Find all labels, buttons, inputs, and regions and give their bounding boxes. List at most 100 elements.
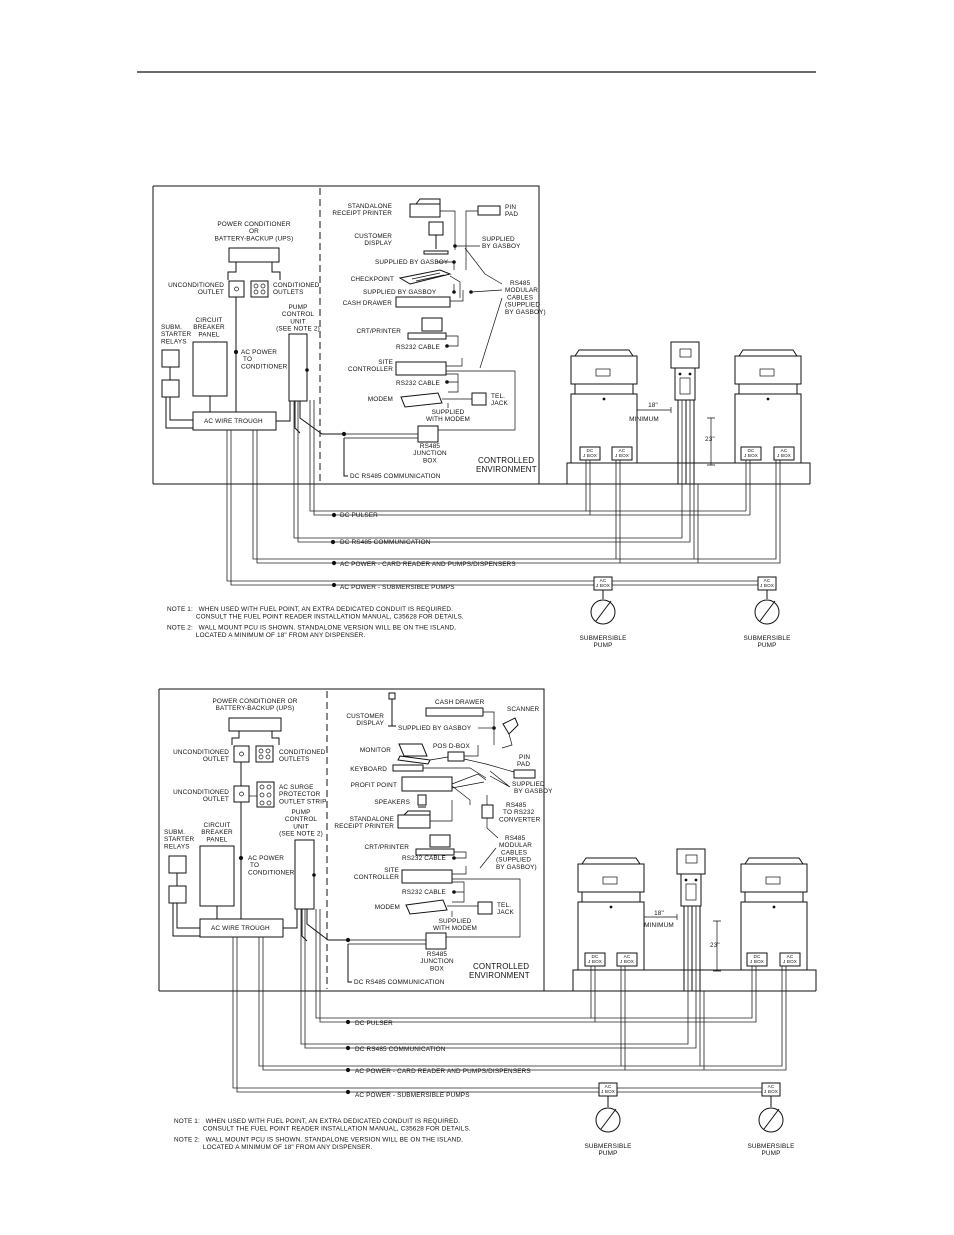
card-reader-head	[670, 341, 700, 369]
height-dimension-label: 23"	[705, 436, 715, 443]
ac-jbox	[616, 952, 638, 967]
junction-links	[348, 914, 521, 945]
wire-node	[331, 560, 337, 566]
notes: NOTE 1: WHEN USED WITH FUEL POINT, AN EX…	[167, 606, 464, 639]
modular-cable-leaders	[464, 247, 503, 369]
crt-printer	[429, 834, 451, 848]
dispenser-display	[765, 876, 781, 885]
supplied-by-gasboy-a: SUPPLIED BY GASBOY	[398, 725, 472, 732]
checkpoint-bus	[449, 275, 461, 298]
outlet-socket	[260, 289, 266, 295]
tel-jack	[477, 901, 493, 915]
wire-node	[469, 290, 473, 294]
wire-node	[345, 937, 351, 943]
dispenser-mark	[602, 397, 606, 401]
card-reader	[670, 341, 700, 484]
ups-box	[228, 717, 282, 732]
ac-sub-label: AC POWER - SUBMERSIBLE PUMPS	[340, 584, 455, 591]
card-reader-pedestal	[683, 906, 701, 991]
card-reader-slot	[679, 377, 691, 395]
unconditioned-outlet	[228, 280, 245, 298]
monitor-label: MONITOR	[360, 747, 391, 754]
note-line: CONSULT THE FUEL POINT READER INSTALLATI…	[167, 614, 464, 621]
pin-pad	[513, 769, 536, 779]
wire-node	[345, 1045, 351, 1051]
modem-label: MODEM	[375, 904, 400, 911]
card-reader-screen	[685, 854, 698, 864]
dispenser-display	[602, 876, 618, 885]
controller-bus	[452, 866, 521, 914]
dbox-harness	[423, 745, 515, 805]
surge-protector	[256, 781, 275, 808]
comm-run	[343, 438, 348, 477]
customer-display-pole	[388, 697, 396, 727]
crt-base	[407, 332, 447, 340]
dispenser-display	[759, 368, 775, 377]
crt-label: CRT/PRINTER	[365, 844, 410, 851]
building-outline	[152, 185, 540, 484]
dispenser-mark	[772, 905, 776, 909]
scanner-cable	[483, 711, 513, 749]
outlet-socket	[234, 286, 239, 292]
card-reader-pedestal	[677, 400, 695, 484]
dc-rs485-label: DC RS485 COMMUNICATION	[340, 539, 431, 546]
ac-sub-label: AC POWER - SUBMERSIBLE PUMPS	[355, 1092, 470, 1099]
building-outline	[158, 688, 545, 991]
pos-dbox	[447, 751, 465, 762]
cash-drawer-label: CASH DRAWER	[343, 300, 393, 307]
modem	[405, 899, 448, 915]
pump-symbol	[754, 599, 780, 625]
island-base	[572, 969, 817, 991]
dispenser-mark	[609, 905, 613, 909]
card-reader-head	[676, 848, 706, 875]
tel-jack-label: TEL.JACK	[491, 393, 509, 407]
supplied-by-gasboy-a: SUPPLIED BY GASBOY	[375, 259, 449, 266]
notes: NOTE 1: WHEN USED WITH FUEL POINT, AN EX…	[174, 1118, 471, 1151]
pcu-indicator	[312, 873, 316, 877]
receipt-printer	[409, 203, 441, 218]
speakers	[417, 794, 427, 806]
cash-drawer-label: CASH DRAWER	[435, 699, 485, 706]
checkpoint-keys	[411, 272, 445, 282]
dispenser-frame	[581, 857, 641, 902]
modem-cable	[452, 891, 465, 903]
relay-box-lower	[168, 885, 187, 904]
height-dimension	[707, 417, 715, 466]
relay-box-upper	[161, 349, 180, 368]
note-line: LOCATED A MINIMUM OF 18" FROM ANY DISPEN…	[174, 1144, 372, 1151]
speakers-label: SPEAKERS	[374, 799, 410, 806]
pump-control-unit	[288, 333, 308, 402]
pump-symbol	[595, 1107, 621, 1133]
outlet-socket	[266, 792, 272, 798]
min-dimension-label: 18"MINIMUM	[644, 910, 674, 929]
keyboard-label: KEYBOARD	[350, 766, 387, 773]
dispenser-head	[570, 355, 638, 385]
unconditioned-outlet-2	[233, 785, 250, 803]
